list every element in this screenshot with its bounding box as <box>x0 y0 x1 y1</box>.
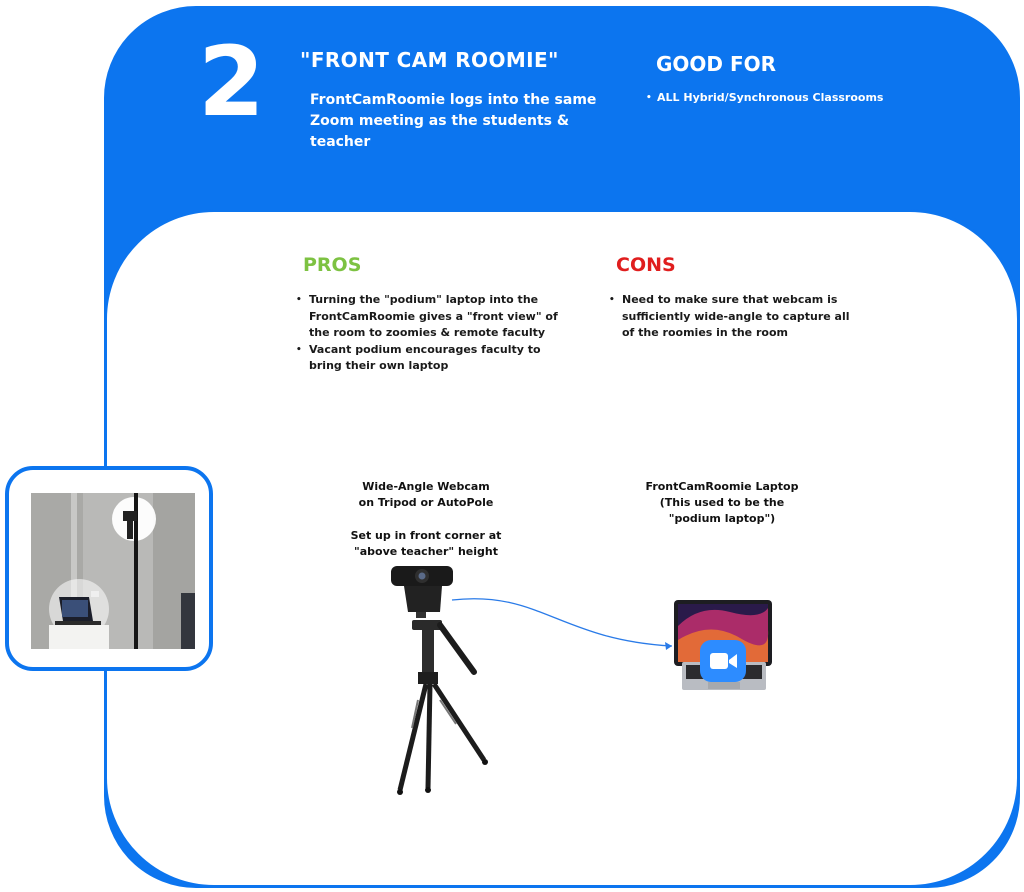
zoom-camera-icon <box>700 640 746 682</box>
webcam-setup-note: Set up in front corner at "above teacher… <box>336 528 516 560</box>
step-description: FrontCamRoomie logs into the same Zoom m… <box>310 92 597 150</box>
connector-arrowhead <box>665 642 672 650</box>
webcam-setup-line: Set up in front corner at <box>350 529 502 542</box>
webcam-icon <box>391 566 453 618</box>
good-for-title: GOOD FOR <box>656 52 777 76</box>
cons-title: CONS <box>616 254 676 276</box>
laptop-label: FrontCamRoomie Laptop (This used to be t… <box>642 479 802 527</box>
good-for-list: ALL Hybrid/Synchronous Classrooms <box>646 90 883 106</box>
webcam-label: Wide-Angle Webcam on Tripod or AutoPole <box>346 479 506 511</box>
step-number: 2 <box>198 26 265 138</box>
laptop-label-line: (This used to be the <box>659 496 785 509</box>
room-photo-inset <box>5 466 213 671</box>
connector-line <box>451 598 673 647</box>
webcam-setup-line: "above teacher" height <box>353 545 498 558</box>
cons-item: Need to make sure that webcam is suffici… <box>609 292 861 342</box>
tripod-icon <box>397 620 488 795</box>
webcam-label-line: Wide-Angle Webcam <box>362 480 490 493</box>
pros-item: Vacant podium encourages faculty to brin… <box>296 342 568 375</box>
good-for-item: ALL Hybrid/Synchronous Classrooms <box>646 90 883 106</box>
webcam-label-line: on Tripod or AutoPole <box>358 496 494 509</box>
laptop-label-line: FrontCamRoomie Laptop <box>645 480 799 493</box>
pros-list: Turning the "podium" laptop into the Fro… <box>296 292 568 375</box>
pros-title: PROS <box>303 254 362 276</box>
step-title: "FRONT CAM ROOMIE" <box>300 48 559 72</box>
laptop-label-line: "podium laptop") <box>668 512 776 525</box>
room-photo <box>31 493 195 649</box>
cons-list: Need to make sure that webcam is suffici… <box>609 292 861 342</box>
pros-item: Turning the "podium" laptop into the Fro… <box>296 292 568 342</box>
